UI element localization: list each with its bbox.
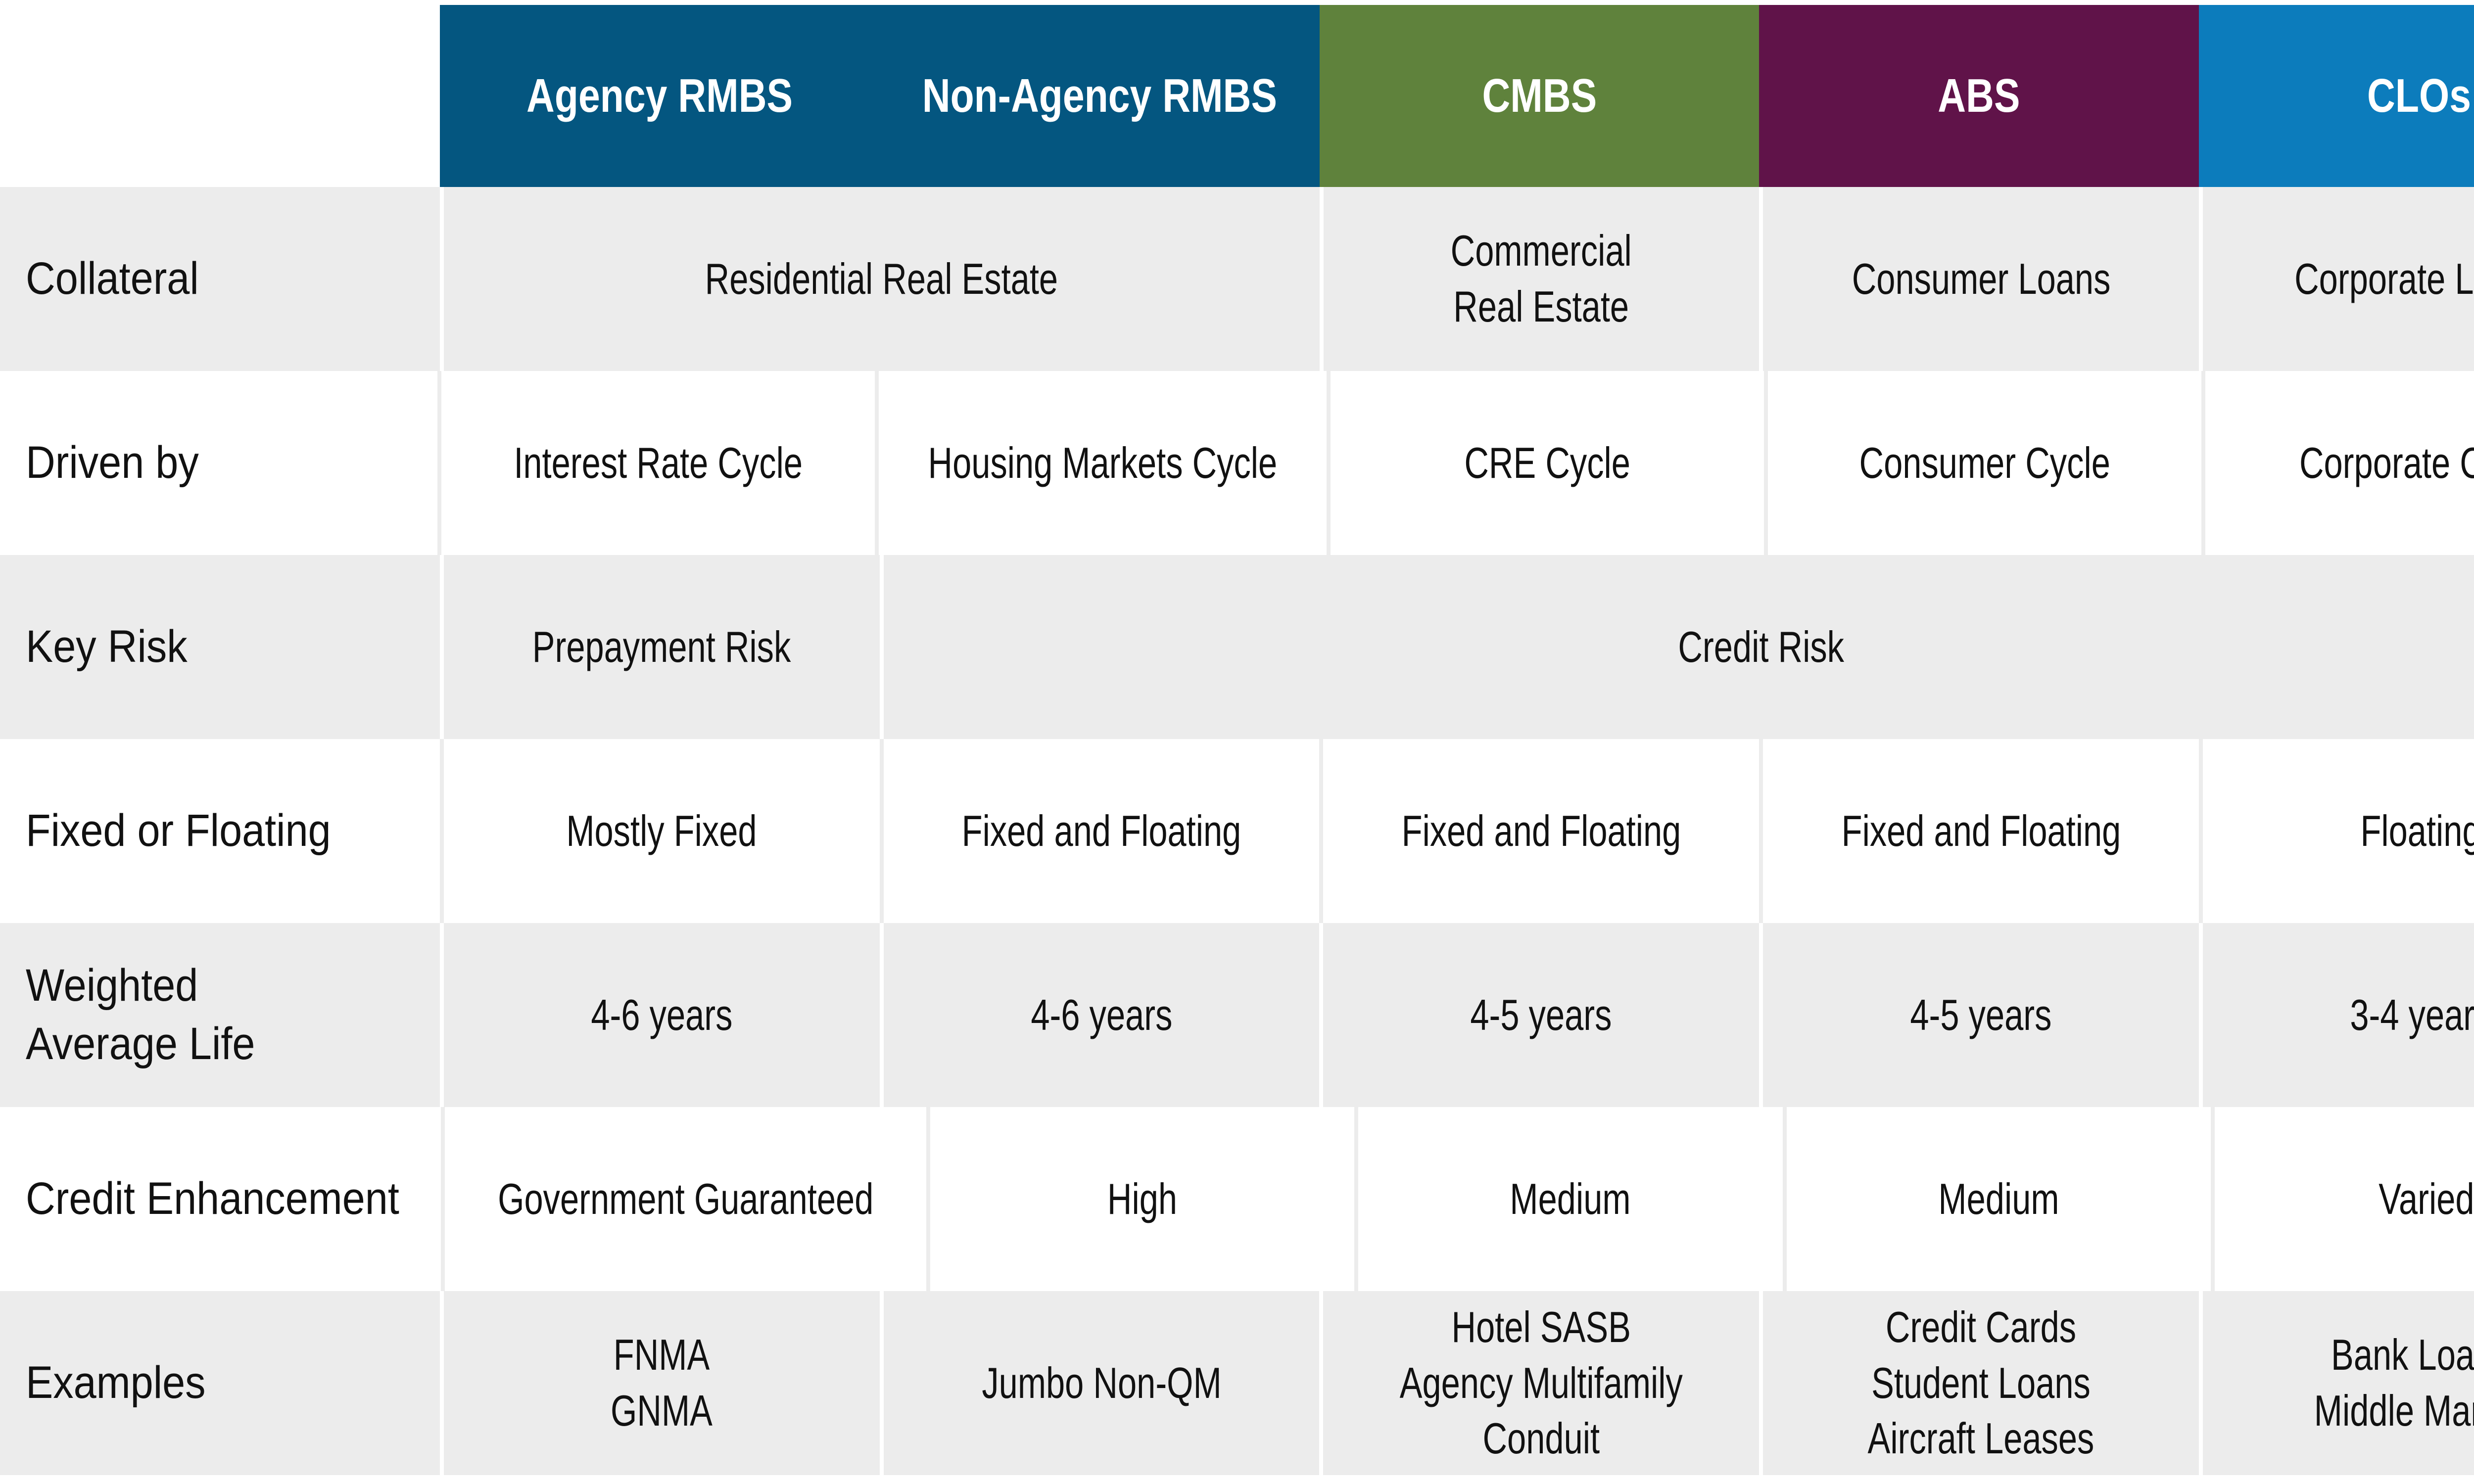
table-row-credit-enhancement: Credit Enhancement Government Guaranteed… <box>0 1107 2474 1291</box>
cell-text: Fixed and Floating <box>961 806 1241 855</box>
cell-credit-enh-abs: Medium <box>1782 1107 2211 1291</box>
cell-collateral-clos: Corporate Loans <box>2199 187 2474 371</box>
cell-text: High <box>1107 1174 1178 1223</box>
cell-fixed-agency-rmbs: Mostly Fixed <box>439 739 880 923</box>
row-label-examples: Examples <box>0 1291 440 1475</box>
row-label-credit-enhancement: Credit Enhancement <box>0 1107 441 1291</box>
row-label-text: Collateral <box>26 253 199 304</box>
cell-wal-agency-rmbs: 4-6 years <box>439 923 880 1107</box>
cell-text: Corporate Loans <box>2294 254 2474 303</box>
column-header-abs: ABS <box>1759 5 2199 187</box>
cell-key-risk-credit-risk-span: Credit Risk <box>879 555 2474 739</box>
cell-text: Credit Cards Student Loans Aircraft Leas… <box>1867 1302 2094 1463</box>
table-row-examples: Examples FNMA GNMA Jumbo Non-QM Hotel SA… <box>0 1291 2474 1475</box>
row-label-collateral: Collateral <box>0 187 440 371</box>
cell-key-risk-agency-rmbs: Prepayment Risk <box>439 555 880 739</box>
cell-text: Consumer Loans <box>1852 254 2111 303</box>
cell-text: Credit Risk <box>1678 622 1845 671</box>
cell-text: Mostly Fixed <box>566 806 757 855</box>
cell-examples-clos: Bank Loans Middle Market <box>2199 1291 2474 1475</box>
row-label-key-risk: Key Risk <box>0 555 440 739</box>
table-header-row: Agency RMBS Non-Agency RMBS CMBS ABS CLO… <box>0 5 2474 187</box>
cell-text: FNMA GNMA <box>611 1330 713 1435</box>
cell-text: 4-6 years <box>591 990 733 1039</box>
cell-driven-by-non-agency-rmbs: Housing Markets Cycle <box>875 371 1327 555</box>
row-label-text: Credit Enhancement <box>26 1173 399 1224</box>
cell-text: Residential Real Estate <box>705 254 1058 303</box>
cell-text: Floating <box>2360 806 2474 855</box>
column-header-agency-rmbs: Agency RMBS <box>440 69 880 123</box>
row-label-text: Weighted Average Life <box>26 960 255 1069</box>
cell-credit-enh-clos: Varied <box>2210 1107 2474 1291</box>
cell-text: Prepayment Risk <box>532 622 791 671</box>
cell-collateral-residential-real-estate: Residential Real Estate <box>439 187 1320 371</box>
row-label-driven-by: Driven by <box>0 371 438 555</box>
table-row-key-risk: Key Risk Prepayment Risk Credit Risk <box>0 555 2474 739</box>
cell-wal-clos: 3-4 years <box>2199 923 2474 1107</box>
cell-text: Fixed and Floating <box>1401 806 1681 855</box>
cell-text: Fixed and Floating <box>1841 806 2121 855</box>
header-spacer <box>0 5 440 187</box>
cell-text: Commercial Real Estate <box>1450 226 1632 331</box>
cell-wal-cmbs: 4-5 years <box>1319 923 1760 1107</box>
column-header-label: Non-Agency RMBS <box>922 69 1277 122</box>
column-header-label: CLOs <box>2367 69 2471 122</box>
row-label-text: Driven by <box>26 437 199 488</box>
cell-examples-cmbs: Hotel SASB Agency Multifamily Conduit <box>1319 1291 1760 1475</box>
cell-examples-abs: Credit Cards Student Loans Aircraft Leas… <box>1759 1291 2199 1475</box>
cell-collateral-cmbs: Commercial Real Estate <box>1319 187 1760 371</box>
cell-text: Hotel SASB Agency Multifamily Conduit <box>1399 1302 1683 1463</box>
column-header-cmbs: CMBS <box>1319 5 1760 187</box>
cell-credit-enh-agency-rmbs: Government Guaranteed <box>440 1107 927 1291</box>
cell-text: Corporate Cycle <box>2299 438 2474 487</box>
row-label-fixed-or-floating: Fixed or Floating <box>0 739 440 923</box>
cell-credit-enh-non-agency-rmbs: High <box>926 1107 1355 1291</box>
cell-fixed-clos: Floating <box>2199 739 2474 923</box>
cell-wal-non-agency-rmbs: 4-6 years <box>879 923 1320 1107</box>
column-header-label: ABS <box>1938 69 2020 122</box>
table-row-driven-by: Driven by Interest Rate Cycle Housing Ma… <box>0 371 2474 555</box>
cell-text: 4-6 years <box>1031 990 1173 1039</box>
row-label-weighted-average-life: Weighted Average Life <box>0 923 440 1107</box>
row-label-text: Fixed or Floating <box>26 805 331 856</box>
cell-driven-by-agency-rmbs: Interest Rate Cycle <box>437 371 875 555</box>
cell-text: Medium <box>1510 1174 1631 1223</box>
table-row-fixed-or-floating: Fixed or Floating Mostly Fixed Fixed and… <box>0 739 2474 923</box>
cell-examples-agency-rmbs: FNMA GNMA <box>439 1291 880 1475</box>
cell-examples-non-agency-rmbs: Jumbo Non-QM <box>879 1291 1320 1475</box>
table-row-collateral: Collateral Residential Real Estate Comme… <box>0 187 2474 371</box>
cell-text: Interest Rate Cycle <box>514 438 803 487</box>
cell-text: Jumbo Non-QM <box>981 1358 1222 1407</box>
table-row-weighted-average-life: Weighted Average Life 4-6 years 4-6 year… <box>0 923 2474 1107</box>
column-header-label: CMBS <box>1482 69 1597 122</box>
cell-text: Consumer Cycle <box>1859 438 2110 487</box>
cell-text: 3-4 years <box>2350 990 2474 1039</box>
cell-fixed-non-agency-rmbs: Fixed and Floating <box>879 739 1320 923</box>
cell-text: 4-5 years <box>1910 990 2052 1039</box>
column-header-clos: CLOs <box>2199 5 2474 187</box>
column-header-non-agency-rmbs: Non-Agency RMBS <box>880 69 1320 123</box>
cell-text: Medium <box>1938 1174 2059 1223</box>
column-header-label: Agency RMBS <box>526 69 793 122</box>
cell-collateral-abs: Consumer Loans <box>1759 187 2199 371</box>
cell-text: CRE Cycle <box>1464 438 1630 487</box>
cell-driven-by-cmbs: CRE Cycle <box>1326 371 1764 555</box>
cell-text: Government Guaranteed <box>497 1174 874 1223</box>
header-band-rmbs: Agency RMBS Non-Agency RMBS <box>439 5 1320 187</box>
cell-text: 4-5 years <box>1470 990 1612 1039</box>
cell-credit-enh-cmbs: Medium <box>1354 1107 1783 1291</box>
cell-text: Housing Markets Cycle <box>928 438 1278 487</box>
row-label-text: Examples <box>26 1357 206 1408</box>
cell-text: Varied <box>2379 1174 2474 1223</box>
cell-fixed-cmbs: Fixed and Floating <box>1319 739 1760 923</box>
cell-fixed-abs: Fixed and Floating <box>1759 739 2199 923</box>
cell-text: Bank Loans Middle Market <box>2314 1330 2474 1435</box>
cell-driven-by-abs: Consumer Cycle <box>1763 371 2201 555</box>
cell-wal-abs: 4-5 years <box>1759 923 2199 1107</box>
row-label-text: Key Risk <box>26 621 188 672</box>
cell-driven-by-clos: Corporate Cycle <box>2201 371 2474 555</box>
